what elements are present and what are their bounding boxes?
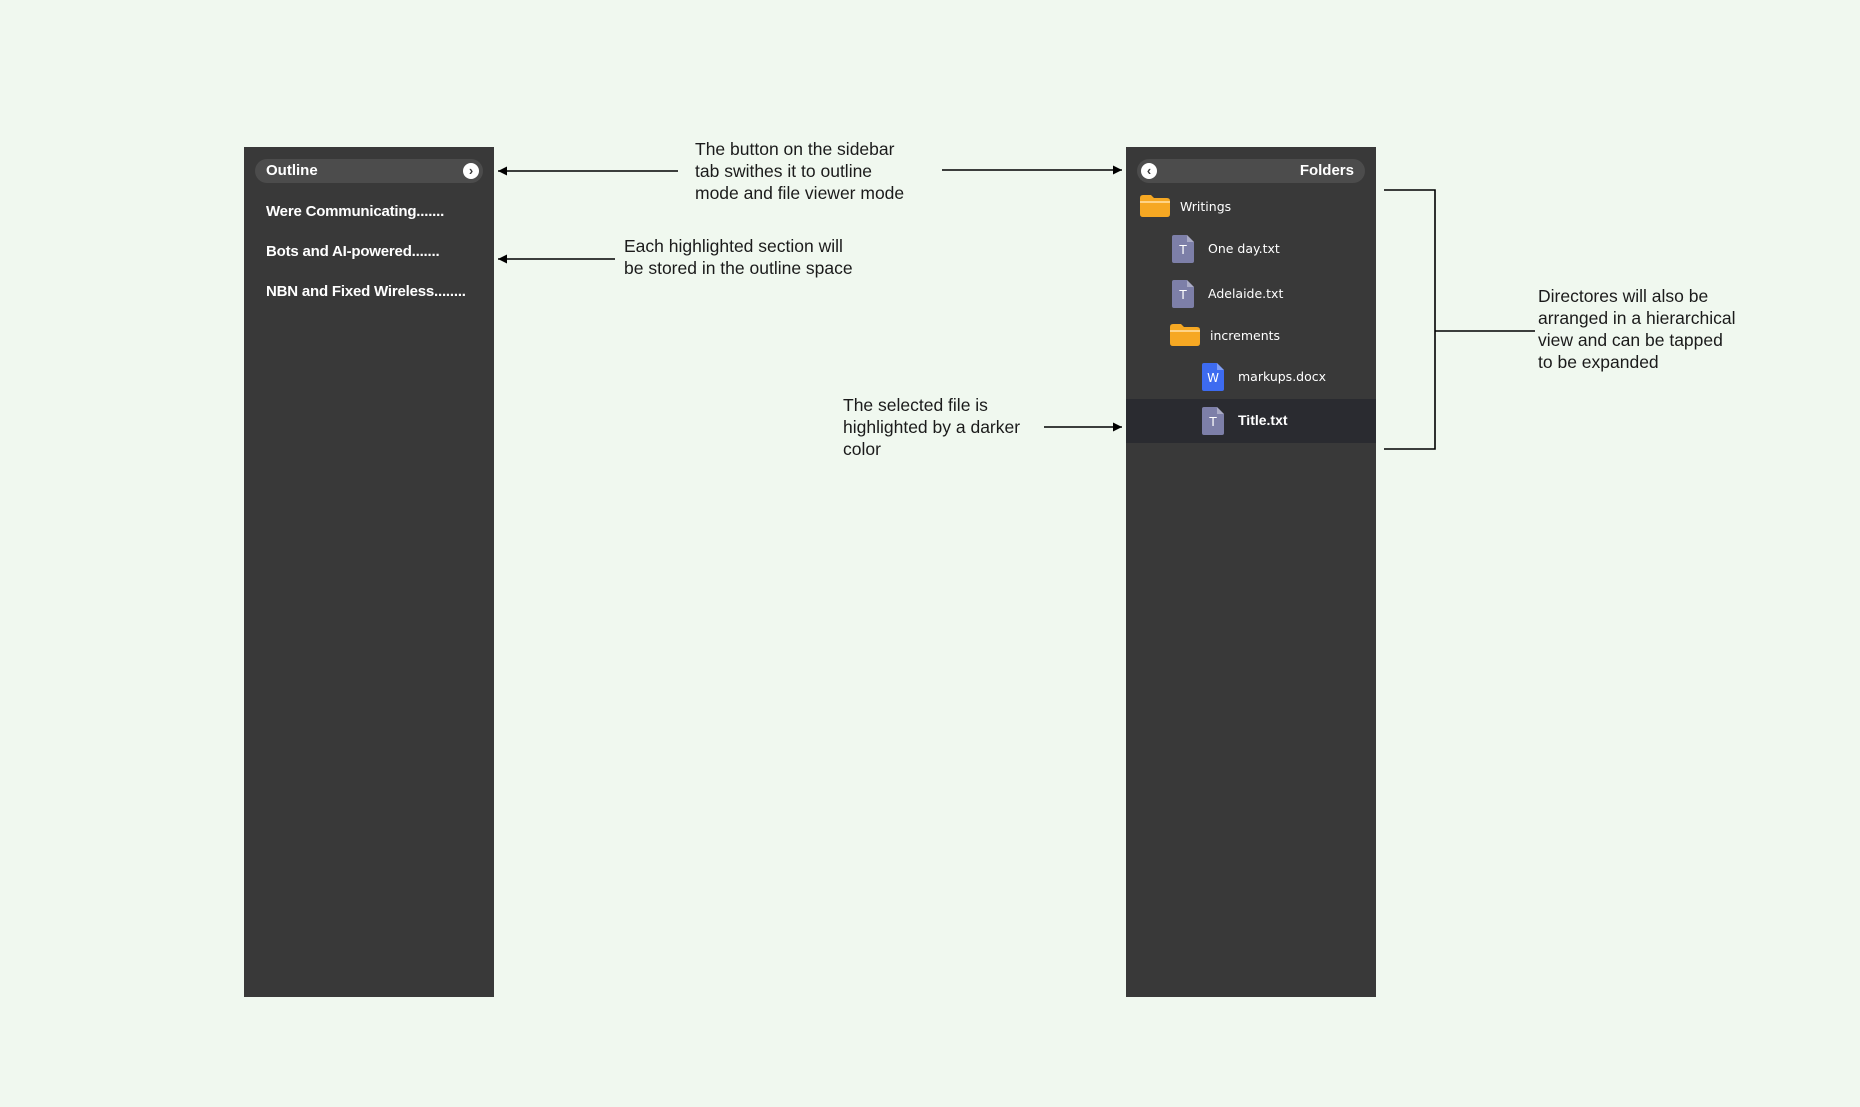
tree-folder-row[interactable]: Writings xyxy=(1126,185,1376,229)
outline-item[interactable]: Bots and AI-powered....... xyxy=(266,243,440,260)
folder-icon xyxy=(1170,324,1200,350)
file-type-letter: W xyxy=(1207,371,1219,385)
text-file-icon: T xyxy=(1202,407,1224,439)
tree-item-label: One day.txt xyxy=(1208,241,1280,256)
text-file-icon: T xyxy=(1172,280,1194,312)
file-type-letter: T xyxy=(1179,288,1187,302)
tree-file-row[interactable]: T Title.txt xyxy=(1126,399,1376,443)
tree-file-row[interactable]: T Adelaide.txt xyxy=(1126,272,1376,316)
outline-sidebar-panel: Outline › Were Communicating....... Bots… xyxy=(244,147,494,997)
directories-bracket xyxy=(1384,189,1535,450)
outline-item[interactable]: Were Communicating....... xyxy=(266,203,445,220)
tree-item-label: Adelaide.txt xyxy=(1208,286,1284,301)
chevron-left-icon[interactable]: ‹ xyxy=(1141,163,1157,179)
chevron-right-icon[interactable]: › xyxy=(463,163,479,179)
tree-item-label: Writings xyxy=(1180,199,1232,214)
outline-title: Outline xyxy=(266,162,318,179)
tree-folder-row[interactable]: increments xyxy=(1126,314,1376,358)
folders-header: ‹ Folders xyxy=(1137,159,1365,183)
file-type-letter: T xyxy=(1209,415,1217,429)
tree-file-row[interactable]: T One day.txt xyxy=(1126,227,1376,271)
tree-item-label: markups.docx xyxy=(1238,369,1327,384)
highlighted-sections-note: Each highlighted section will be stored … xyxy=(624,236,853,278)
text-file-icon: T xyxy=(1172,235,1194,267)
folders-title: Folders xyxy=(1299,162,1354,179)
selected-file-note: The selected file is highlighted by a da… xyxy=(843,395,1021,459)
directories-note: Directores will also be arranged in a hi… xyxy=(1538,286,1736,372)
tree-item-label: increments xyxy=(1210,328,1281,343)
sidebar-toggle-note: The button on the sidebar tab swithes it… xyxy=(695,139,905,203)
tree-item-label: Title.txt xyxy=(1238,412,1288,428)
outline-header: Outline › xyxy=(255,159,483,183)
word-file-icon: W xyxy=(1202,363,1224,395)
folder-icon xyxy=(1140,195,1170,221)
file-type-letter: T xyxy=(1179,243,1187,257)
outline-item[interactable]: NBN and Fixed Wireless........ xyxy=(266,283,466,300)
